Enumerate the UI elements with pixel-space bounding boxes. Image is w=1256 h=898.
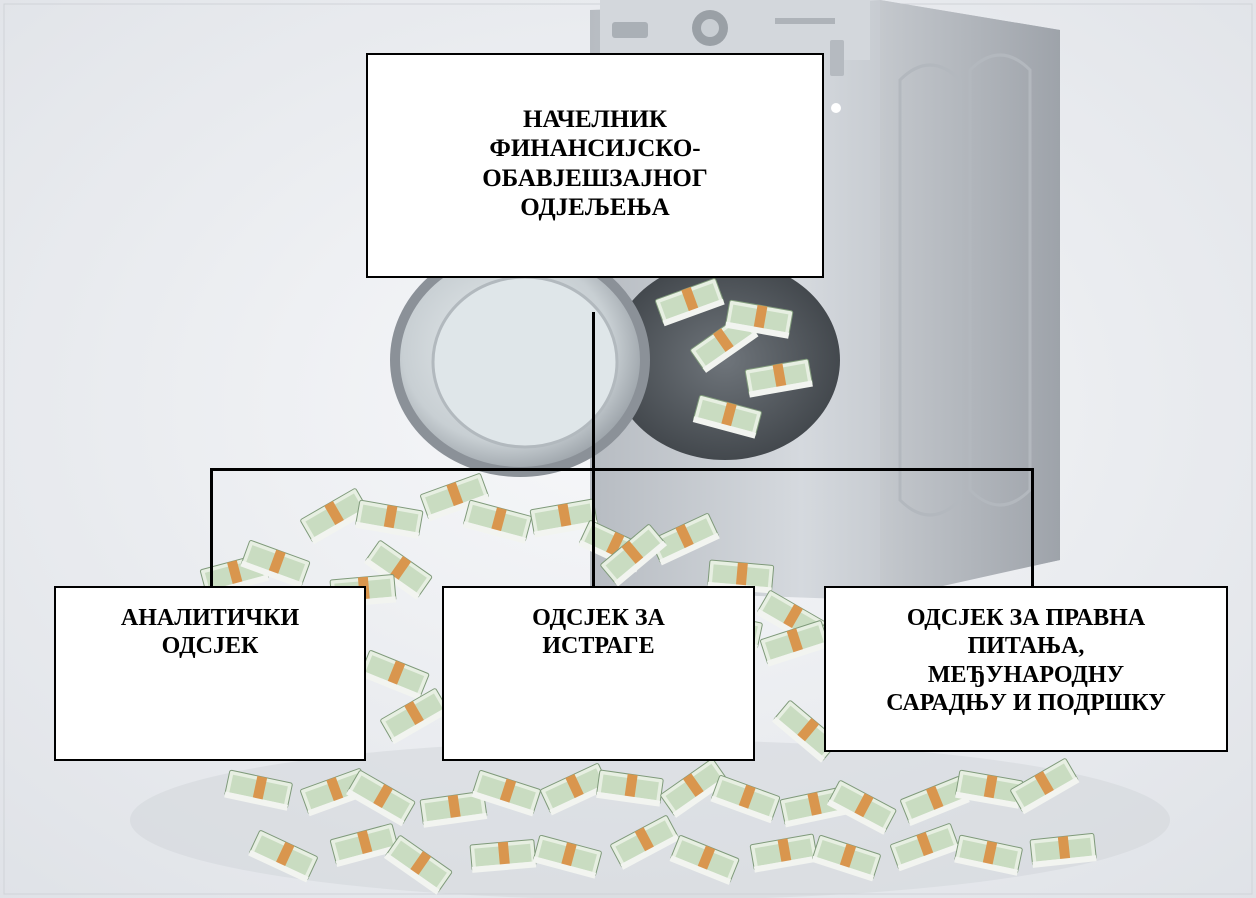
legal-cooperation-section-box: ОДСЈЕК ЗА ПРАВНА ПИТАЊА, МЕЂУНАРОДНУ САР… xyxy=(824,586,1228,752)
connector-drop-analytics xyxy=(210,468,213,588)
head-of-department-label: НАЧЕЛНИК ФИНАНСИЈСКО- ОБАВЈЕШЗАЈНОГ ОДЈЕ… xyxy=(482,105,708,223)
connector-horizontal xyxy=(210,468,1034,471)
connector-drop-investigations xyxy=(592,468,595,588)
analytics-section-label: АНАЛИТИЧКИ ОДСЈЕК xyxy=(121,604,299,661)
connector-drop-legal xyxy=(1031,468,1034,588)
connector-head-down xyxy=(592,312,595,470)
investigations-section-label: ОДСЈЕК ЗА ИСТРАГЕ xyxy=(532,604,665,661)
analytics-section-box: АНАЛИТИЧКИ ОДСЈЕК xyxy=(54,586,366,761)
legal-cooperation-section-label: ОДСЈЕК ЗА ПРАВНА ПИТАЊА, МЕЂУНАРОДНУ САР… xyxy=(886,604,1165,717)
investigations-section-box: ОДСЈЕК ЗА ИСТРАГЕ xyxy=(442,586,755,761)
head-of-department-box: НАЧЕЛНИК ФИНАНСИЈСКО- ОБАВЈЕШЗАЈНОГ ОДЈЕ… xyxy=(366,53,824,278)
